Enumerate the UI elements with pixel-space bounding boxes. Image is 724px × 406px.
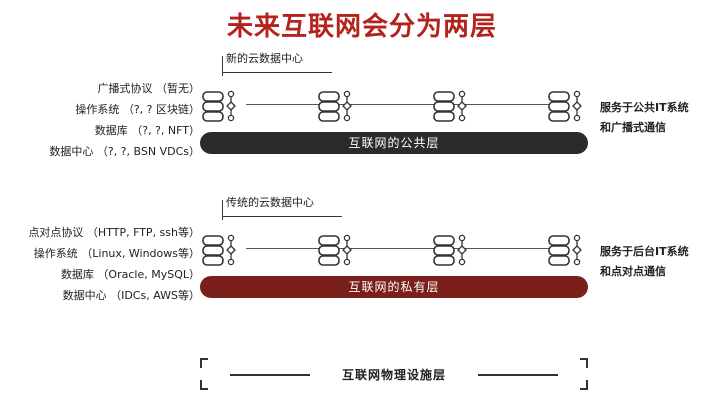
connector-icon [343, 90, 351, 98]
server-node [200, 230, 240, 270]
connector-icon [343, 258, 351, 266]
server-node [546, 86, 586, 126]
connector-icon [457, 245, 467, 255]
physical-dash-right [478, 374, 558, 376]
connector-icon [458, 90, 466, 98]
cloud-marker-underline [222, 216, 342, 217]
bracket-corner [586, 380, 588, 390]
connector-icon [573, 90, 581, 98]
connector-icon [227, 114, 235, 122]
connector-icon [572, 245, 582, 255]
physical-dash-left [230, 374, 310, 376]
connector-icon [226, 101, 236, 111]
connector-icon [343, 114, 351, 122]
server-icon [202, 90, 236, 122]
bracket-corner [200, 358, 208, 360]
server-icon [548, 234, 582, 266]
server-icon [433, 234, 467, 266]
server-node [200, 86, 240, 126]
connector-icon [226, 245, 236, 255]
bracket-corner [580, 358, 588, 360]
server-icon [318, 90, 352, 122]
connector-icon [227, 90, 235, 98]
connector-icon [457, 101, 467, 111]
public-desc-line-2: 和广播式通信 [600, 121, 666, 134]
connector-icon [573, 258, 581, 266]
cloud-label-new: 新的云数据中心 [226, 52, 303, 65]
connector-icon [458, 258, 466, 266]
node-connection-line [246, 248, 551, 249]
public-desc-line-1: 服务于公共IT系统 [600, 101, 689, 114]
public-stack-labels: 广播式协议 （暂无） 操作系统 （?, ? 区块链） 数据库 （?, ?, NF… [49, 78, 200, 162]
public-layer-section: 新的云数据中心 广播式协议 （暂无） 操作系统 （?, ? 区块链） 数据库 （… [0, 52, 724, 174]
connector-icon [342, 101, 352, 111]
cloud-marker-underline [222, 72, 332, 73]
diagram-title: 未来互联网会分为两层 [226, 12, 497, 42]
server-icon [548, 90, 582, 122]
protocol-label: 点对点协议 （HTTP, FTP, ssh等） [28, 226, 200, 239]
public-layer-description: 服务于公共IT系统 和广播式通信 [600, 98, 689, 138]
server-icon [202, 234, 236, 266]
connector-icon [227, 234, 235, 242]
public-layer-bar: 互联网的公共层 [200, 132, 588, 154]
cloud-marker-line [222, 56, 223, 76]
server-node [316, 230, 356, 270]
private-layer-bar: 互联网的私有层 [200, 276, 588, 298]
connector-icon [573, 114, 581, 122]
connector-icon [458, 114, 466, 122]
server-icon [318, 234, 352, 266]
private-layer-description: 服务于后台IT系统 和点对点通信 [600, 242, 689, 282]
bracket-corner [586, 358, 588, 368]
server-node [431, 230, 471, 270]
datacenter-label: 数据中心 （?, ?, BSN VDCs） [49, 145, 200, 158]
node-connection-line [246, 104, 551, 105]
datacenter-label: 数据中心 （IDCs, AWS等） [62, 289, 200, 302]
private-stack-labels: 点对点协议 （HTTP, FTP, ssh等） 操作系统 （Linux, Win… [28, 222, 200, 306]
physical-layer: 互联网物理设施层 [200, 358, 588, 390]
connector-icon [458, 234, 466, 242]
physical-layer-label: 互联网物理设施层 [341, 368, 446, 382]
connector-icon [342, 245, 352, 255]
connector-icon [572, 101, 582, 111]
server-node [546, 230, 586, 270]
bracket-corner [580, 388, 588, 390]
server-icon [433, 90, 467, 122]
private-layer-section: 传统的云数据中心 点对点协议 （HTTP, FTP, ssh等） 操作系统 （L… [0, 196, 724, 318]
protocol-label: 广播式协议 （暂无） [97, 82, 201, 95]
connector-icon [573, 234, 581, 242]
os-label: 操作系统 （?, ? 区块链） [75, 103, 200, 116]
private-desc-line-2: 和点对点通信 [600, 265, 666, 278]
cloud-label-traditional: 传统的云数据中心 [226, 196, 314, 209]
server-node [431, 86, 471, 126]
connector-icon [227, 258, 235, 266]
server-node [316, 86, 356, 126]
database-label: 数据库 （?, ?, NFT） [94, 124, 200, 137]
os-label: 操作系统 （Linux, Windows等） [33, 247, 200, 260]
cloud-marker-line [222, 200, 223, 220]
bracket-corner [200, 380, 202, 390]
bracket-corner [200, 358, 202, 368]
database-label: 数据库 （Oracle, MySQL） [60, 268, 200, 281]
connector-icon [343, 234, 351, 242]
bracket-corner [200, 388, 208, 390]
private-desc-line-1: 服务于后台IT系统 [600, 245, 689, 258]
